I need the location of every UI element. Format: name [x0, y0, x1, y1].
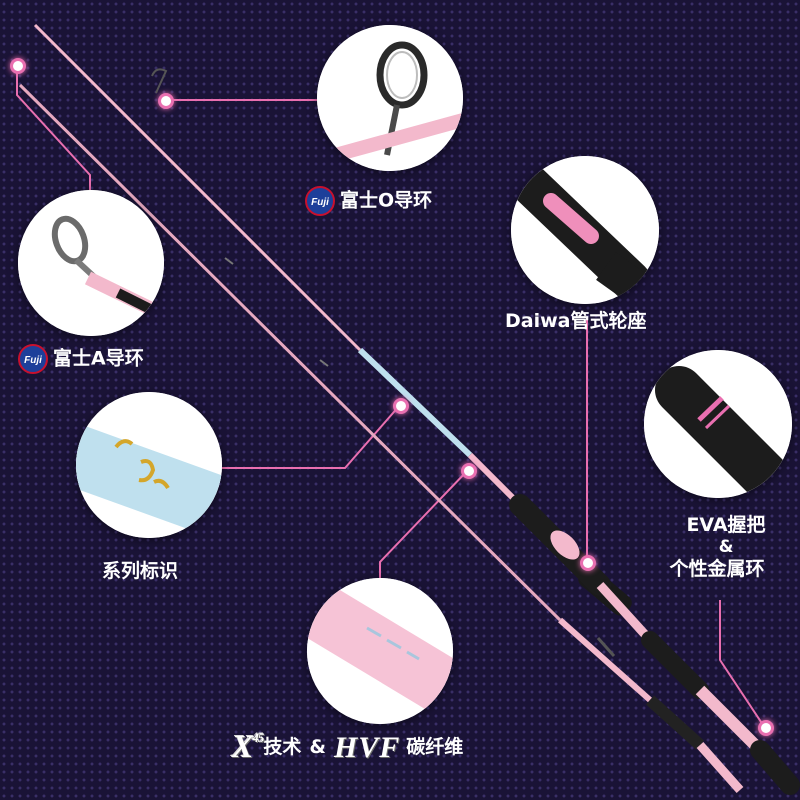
- fuji-o-guide-label: 富士O导环: [340, 189, 433, 212]
- detail-series-mark: [76, 392, 222, 538]
- fuji-logo-icon: Fuji: [18, 344, 48, 374]
- fuji-o-guide-image: [317, 25, 463, 171]
- reel-seat-label: Daiwa管式轮座: [505, 310, 647, 332]
- x45-logo: X45: [232, 728, 264, 764]
- detail-reel-seat: [511, 156, 659, 304]
- hvf-logo: HVF: [333, 731, 401, 764]
- rod-upper: [33, 23, 800, 795]
- marker-series: [393, 398, 409, 414]
- leader-series: [220, 404, 401, 469]
- fuji-logo-icon: Fuji: [305, 186, 335, 216]
- x45-tech-label: 技术: [263, 736, 302, 758]
- hvf-carbon-label: 碳纤维: [406, 736, 464, 758]
- detail-fuji-o-guide: [317, 25, 463, 171]
- eva-grip-callout: EVA握把 & 个性金属环: [669, 514, 776, 579]
- detail-fuji-a-guide: [18, 190, 164, 336]
- leader-eva: [719, 600, 766, 729]
- fuji-a-guide-label: 富士A导环: [53, 347, 144, 370]
- marker-reel-seat: [580, 555, 596, 571]
- x45-letter: X: [232, 728, 253, 764]
- eva-grip-image: [644, 350, 792, 498]
- marker-fuji-a: [10, 58, 26, 74]
- marker-hvf: [461, 463, 477, 479]
- eva-grip-label: EVA握把: [686, 514, 766, 536]
- series-mark-label: 系列标识: [102, 560, 179, 582]
- eva-grip-ampersand: &: [718, 537, 734, 557]
- series-mark-image: [76, 392, 222, 538]
- metal-ring-label: 个性金属环: [669, 558, 765, 580]
- detail-eva-grip: [644, 350, 792, 498]
- hvf-blank-image: [307, 578, 453, 724]
- marker-fuji-o: [158, 93, 174, 109]
- x45-number: 45: [252, 730, 264, 745]
- tech-ampersand: &: [309, 736, 326, 758]
- fuji-a-guide-image: [18, 190, 164, 336]
- reel-seat-image: [511, 156, 659, 304]
- leader-fuji-a: [16, 66, 91, 190]
- marker-eva: [758, 720, 774, 736]
- detail-hvf-blank: [307, 578, 453, 724]
